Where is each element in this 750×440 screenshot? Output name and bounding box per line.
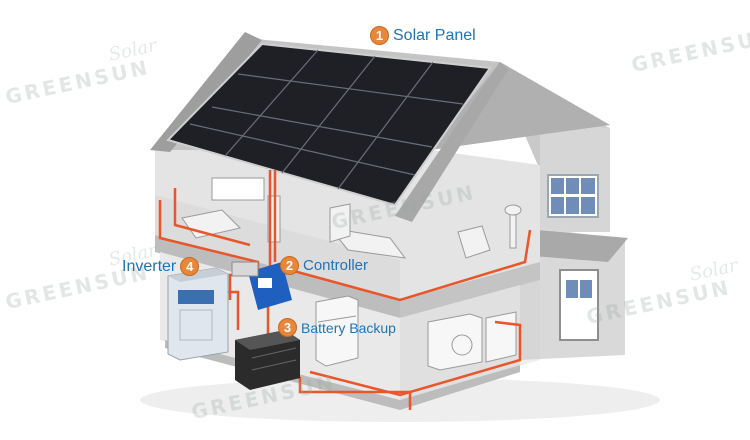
label-inverter: Inverter 4 <box>122 257 200 276</box>
badge-1: 1 <box>370 26 389 45</box>
label-solar-panel-text: Solar Panel <box>393 26 476 44</box>
label-controller-text: Controller <box>303 257 369 274</box>
charge-controller <box>231 261 292 310</box>
label-inverter-text: Inverter <box>122 257 177 275</box>
door <box>559 269 599 341</box>
badge-2: 2 <box>280 256 299 275</box>
label-battery-text: Battery Backup <box>301 319 396 336</box>
upper-floor-furniture <box>181 177 522 259</box>
lower-floor-appliances <box>315 295 517 371</box>
label-solar-panel: 1 Solar Panel <box>370 26 476 45</box>
label-battery: 3 Battery Backup <box>278 318 396 337</box>
inverter-unit <box>167 267 229 361</box>
solar-panel-array <box>166 42 492 207</box>
badge-4: 4 <box>180 257 200 276</box>
upper-window <box>547 174 599 218</box>
label-controller: 2 Controller <box>280 256 368 275</box>
badge-3: 3 <box>278 318 297 337</box>
